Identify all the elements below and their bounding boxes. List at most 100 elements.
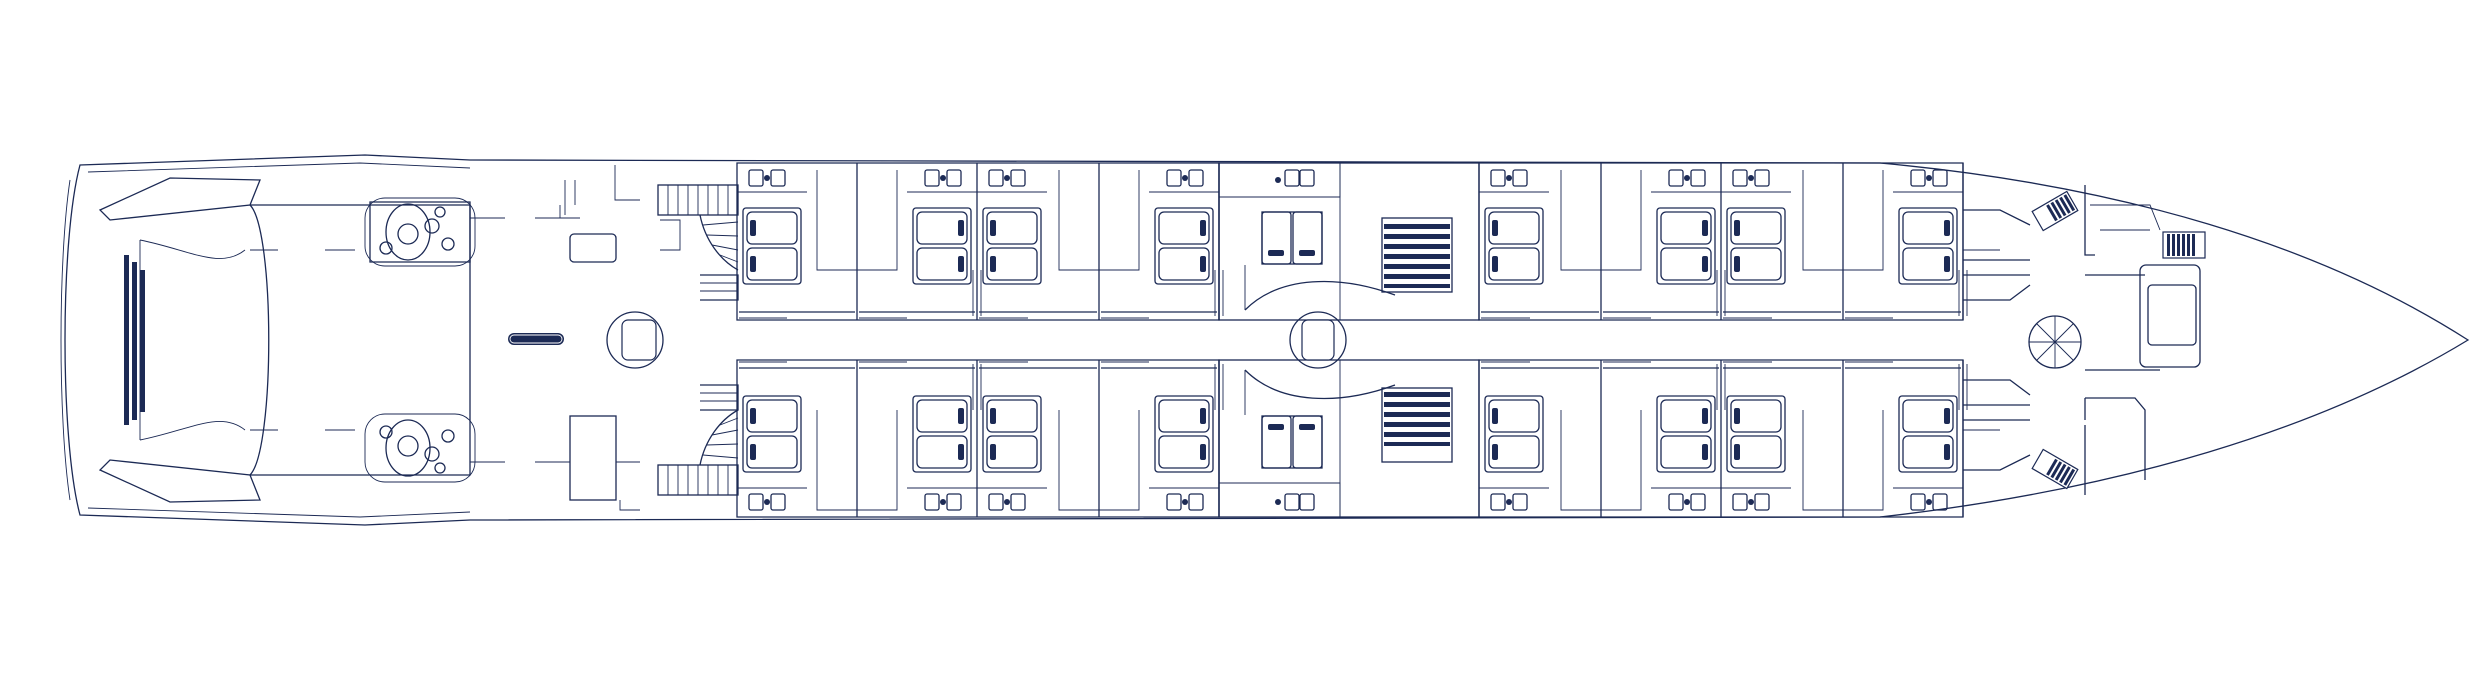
wardrobe — [1802, 410, 1843, 511]
bed — [1158, 399, 1210, 433]
jacuzzi-top — [325, 197, 476, 267]
tap — [1926, 175, 1932, 181]
pillow — [1200, 220, 1206, 236]
bed — [1730, 211, 1782, 245]
bed — [1902, 211, 1954, 245]
cabins-port — [737, 360, 1968, 517]
bed-frame — [1484, 207, 1544, 285]
tap — [1182, 175, 1188, 181]
wc — [1754, 169, 1770, 187]
cabin — [857, 360, 982, 517]
pillow — [958, 444, 964, 460]
twin-beds — [742, 207, 802, 285]
twin-beds — [1484, 207, 1544, 285]
wardrobe — [1560, 170, 1601, 271]
pillow — [1944, 408, 1950, 424]
bed — [916, 211, 968, 245]
forward-section — [1963, 185, 2206, 495]
wc — [946, 169, 962, 187]
wardrobe — [1058, 170, 1099, 271]
bed — [986, 211, 1038, 245]
bed — [1488, 399, 1540, 433]
pillow — [1492, 444, 1498, 460]
wardrobe — [816, 410, 857, 511]
cabin — [1099, 360, 1224, 517]
bed-frame — [742, 395, 802, 473]
pillow — [750, 444, 756, 460]
wardrobe — [1099, 410, 1140, 511]
twin-beds — [982, 395, 1042, 473]
pillow — [1492, 408, 1498, 424]
pillow — [1492, 256, 1498, 272]
aft-deck — [98, 177, 471, 503]
cabin — [1601, 163, 1726, 320]
bed-frame — [912, 207, 972, 285]
bed — [916, 247, 968, 281]
washbasin — [1732, 493, 1748, 511]
pillow — [1492, 220, 1498, 236]
tap — [764, 499, 770, 505]
wc — [770, 169, 786, 187]
bed — [1730, 247, 1782, 281]
bed-frame — [912, 395, 972, 473]
bow-lounger-top — [2031, 190, 2079, 232]
bed — [1488, 247, 1540, 281]
pillow — [990, 256, 996, 272]
twin-beds — [742, 395, 802, 473]
bed — [1488, 211, 1540, 245]
pillow — [990, 220, 996, 236]
twin-beds — [1484, 395, 1544, 473]
pillow — [1200, 256, 1206, 272]
bed — [1660, 435, 1712, 469]
washbasin — [988, 493, 1004, 511]
pillow — [1734, 444, 1740, 460]
bed — [916, 399, 968, 433]
wardrobe — [1802, 170, 1843, 271]
pillow — [1702, 408, 1708, 424]
pillow — [958, 220, 964, 236]
pillow — [1734, 408, 1740, 424]
bed — [1902, 247, 1954, 281]
saloon — [470, 165, 664, 511]
pillow — [750, 256, 756, 272]
bed — [986, 435, 1038, 469]
tap — [1748, 499, 1754, 505]
lobby-bed-bottom — [1261, 415, 1323, 469]
washbasin — [748, 493, 764, 511]
washbasin — [748, 169, 764, 187]
pillow — [1734, 256, 1740, 272]
wardrobe — [1601, 410, 1642, 511]
wardrobe — [1843, 170, 1884, 271]
wc — [1010, 169, 1026, 187]
cabin — [1843, 163, 1968, 320]
bed — [916, 435, 968, 469]
bed — [986, 247, 1038, 281]
bed-frame — [1726, 395, 1786, 473]
tap — [1684, 175, 1690, 181]
pillow — [1944, 220, 1950, 236]
washbasin — [1490, 169, 1506, 187]
wc — [1188, 169, 1204, 187]
cabin — [737, 360, 858, 517]
pillow — [1944, 444, 1950, 460]
washbasin — [1668, 169, 1684, 187]
pillow — [1944, 256, 1950, 272]
bed-frame — [1154, 207, 1214, 285]
bed-frame — [982, 207, 1042, 285]
pillow — [1702, 220, 1708, 236]
wc — [1690, 169, 1706, 187]
bed — [746, 399, 798, 433]
bow-lounger-bottom — [2031, 448, 2079, 490]
washbasin — [1166, 169, 1182, 187]
washbasin — [924, 169, 940, 187]
bed — [1730, 399, 1782, 433]
washbasin — [1490, 493, 1506, 511]
wc — [1010, 493, 1026, 511]
washbasin — [1732, 169, 1748, 187]
bed-frame — [982, 395, 1042, 473]
pillow — [990, 408, 996, 424]
tap — [1004, 499, 1010, 505]
hull-outline — [60, 154, 2470, 526]
wardrobe — [1099, 170, 1140, 271]
